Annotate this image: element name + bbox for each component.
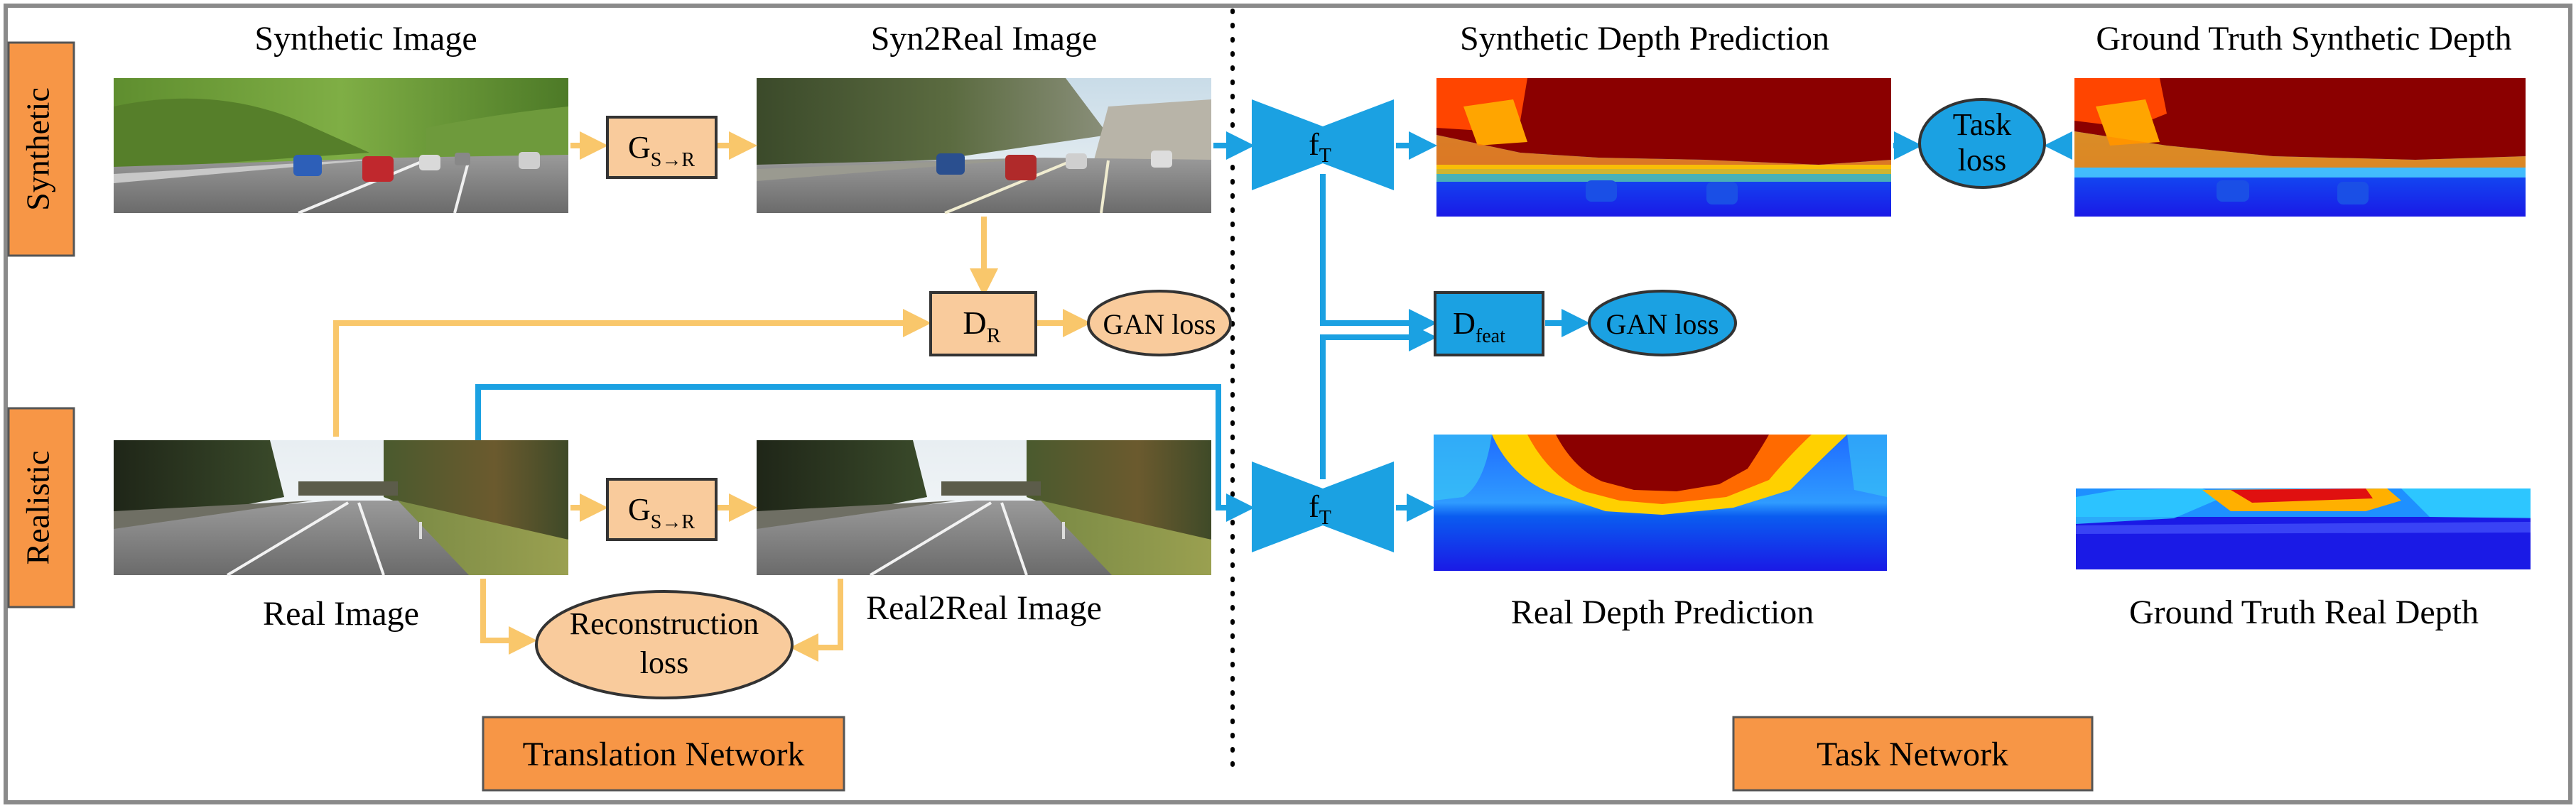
generator-box-real: GS→R [606,478,718,541]
gt-synthetic-depth-map [2074,78,2526,217]
realistic-side-text: Realistic [20,451,56,565]
gt-real-depth-label: Ground Truth Real Depth [2129,594,2479,631]
svg-text:GS→R: GS→R [628,492,695,533]
synthetic-depth-prediction-label: Synthetic Depth Prediction [1460,20,1829,58]
task-network-label: Task Network [1817,736,2008,773]
synthetic-side-text: Synthetic [20,87,56,211]
translation-network-section: Translation Network [482,716,845,792]
syn2real-image-label: Syn2Real Image [871,20,1098,58]
feat-disc-main-label: D [1453,306,1476,341]
gan-loss-feat-text: GAN loss [1606,308,1719,340]
discriminator-main-label: D [963,305,986,341]
task-loss: Task loss [1918,98,2046,189]
synthetic-depth-prediction-map [1436,78,1891,217]
feature-discriminator-box: Dfeat [1434,291,1544,356]
generator-main-label: G [628,492,651,527]
gt-synthetic-depth-label: Ground Truth Synthetic Depth [2096,20,2511,58]
svg-text:fT: fT [1309,127,1331,167]
gan-loss-feat: GAN loss [1588,290,1737,356]
task-loss-line2: loss [1958,143,2006,178]
generator-sub-label: S→R [651,511,696,533]
feat-disc-sub-label: feat [1476,325,1505,347]
real-depth-prediction-map [1434,435,1887,571]
image-discriminator-box: DR [929,291,1037,356]
real-image-label: Real Image [263,595,419,633]
real-depth-prediction-label: Real Depth Prediction [1511,594,1814,631]
outer-frame [4,4,2572,804]
task-network-top: fT [1252,99,1394,190]
task-network-bottom: fT [1252,462,1394,552]
generator-box-synthetic: GS→R [606,116,718,179]
gt-real-depth-map [2076,488,2531,569]
svg-text:DR: DR [963,305,1000,347]
translation-network-label: Translation Network [523,736,805,773]
task-main-label: f [1309,489,1319,524]
task-arrows [475,131,2072,522]
real2real-image [757,440,1211,577]
real-image [114,440,568,577]
svg-text:GS→R: GS→R [628,130,695,171]
translation-arrows [333,131,1091,662]
realistic-side-label: Realistic [7,407,75,608]
task-sub-label: T [1319,145,1331,167]
generator-main-label: G [628,130,651,165]
synthetic-image-label: Synthetic Image [254,20,477,58]
reconstruction-loss-line1: Reconstruction [570,606,759,641]
svg-text:fT: fT [1309,489,1331,529]
reconstruction-loss: Reconstruction loss [535,590,794,699]
svg-text:Dfeat: Dfeat [1453,306,1505,347]
synthetic-image [114,78,568,214]
gan-loss-image: GAN loss [1087,290,1232,356]
discriminator-sub-label: R [987,324,1001,347]
task-network-section: Task Network [1732,716,2094,792]
real2real-image-label: Real2Real Image [866,589,1102,627]
synthetic-side-label: Synthetic [7,41,75,257]
syn2real-image [757,78,1211,214]
gan-loss-image-text: GAN loss [1103,308,1216,340]
reconstruction-loss-line2: loss [640,645,688,680]
generator-sub-label: S→R [651,149,696,171]
task-loss-line1: Task [1953,107,2011,142]
task-main-label: f [1309,127,1319,162]
task-sub-label: T [1319,507,1331,529]
